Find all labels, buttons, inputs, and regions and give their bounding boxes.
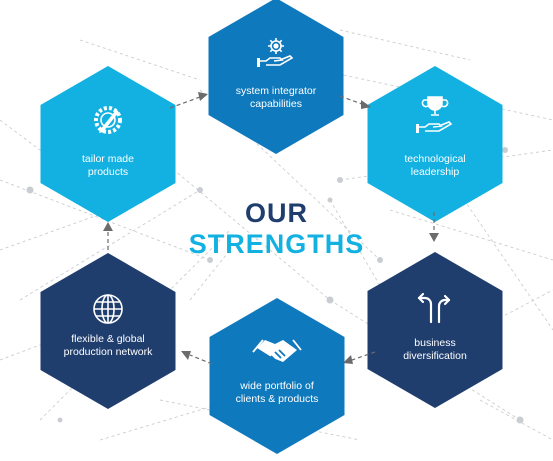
hexagon-system-integrator <box>208 0 344 154</box>
arrow-head <box>429 233 439 242</box>
hex-label-system-integrator: system integrator capabilities <box>235 85 317 110</box>
arrow-head <box>181 351 191 360</box>
trophy-hand-icon <box>416 96 453 133</box>
hex-label-technological-leadership: technological leadership <box>404 153 466 178</box>
gear-pencil-icon <box>94 106 122 134</box>
hexagon-flexible-global <box>40 253 176 409</box>
arrow-head <box>361 100 371 109</box>
gear-hand-icon <box>257 38 294 67</box>
hex-label-wide-portfolio: wide portfolio of clients & products <box>235 380 319 405</box>
hexagon-technological-leadership <box>367 66 503 222</box>
cycle-arrows <box>103 92 439 365</box>
globe-icon <box>93 294 123 324</box>
split-arrow-icon <box>417 292 451 324</box>
arrow-head <box>103 222 113 231</box>
title-our: OUR <box>245 198 308 228</box>
arrow-head <box>198 92 208 101</box>
arrow-line <box>189 354 213 365</box>
hexagon-tailor-made <box>40 66 176 222</box>
arrow-head <box>343 355 353 364</box>
hexagon-wide-portfolio <box>209 298 345 454</box>
hexagon-business-diversification <box>367 252 503 408</box>
hex-label-tailor-made: tailor made products <box>82 153 134 178</box>
handshake-icon <box>252 339 302 362</box>
title-strengths: STRENGTHS <box>188 229 365 259</box>
hex-label-flexible-global: flexible & global production network <box>63 333 153 358</box>
arrow-line <box>339 95 363 105</box>
arrow-line <box>169 96 201 109</box>
hex-label-business-diversification: business diversification <box>403 337 467 362</box>
